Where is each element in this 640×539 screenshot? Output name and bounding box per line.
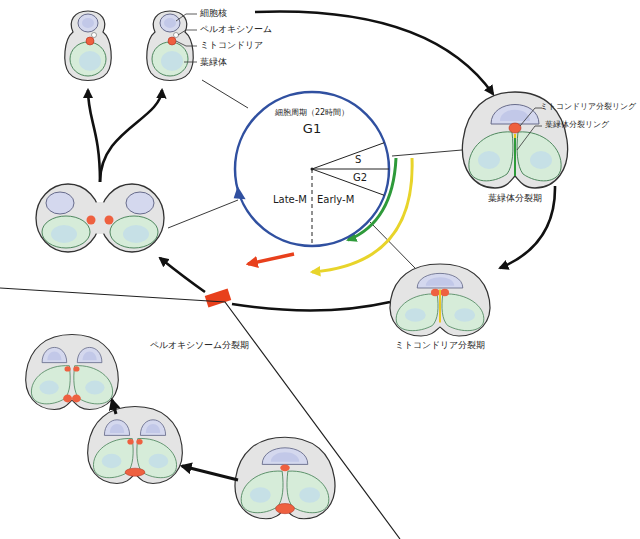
part-label: 葉緑体	[200, 57, 227, 67]
phase-label: 細胞周期（22時間）	[275, 108, 349, 117]
phase-label: G1	[303, 122, 321, 137]
division-stage-region: ペルオキシソーム分裂期	[0, 288, 400, 539]
part-label: 細胞核	[200, 8, 227, 18]
phase-label: Late-M	[273, 194, 307, 206]
cell-cycle-circle: 細胞周期（22時間） G1S G2Late-M Early-M	[233, 90, 391, 248]
part-label: ミトコンドリア	[200, 40, 263, 50]
phase-divider	[312, 169, 384, 195]
stage-caption: ミトコンドリア分裂期	[395, 340, 485, 350]
stage-label: ペルオキシソーム分裂期	[150, 340, 249, 350]
part-label: ペルオキシソーム	[200, 24, 272, 34]
phase-label: G2	[353, 172, 367, 184]
part-label: ミトコンドリア分裂リング	[540, 103, 636, 112]
phase-label: S	[355, 154, 361, 166]
stage-caption: 葉緑体分裂期	[488, 193, 542, 203]
node-outline	[0, 288, 400, 539]
center-dot	[311, 168, 314, 171]
stage-wedge-outline	[0, 288, 400, 539]
phase-divider	[312, 169, 389, 170]
part-label: 葉緑体分裂リング	[545, 121, 609, 130]
phase-divider	[312, 143, 384, 169]
direction-arrowhead	[234, 186, 246, 199]
phase-label: Early-M	[317, 194, 354, 206]
cycle-ring	[235, 92, 389, 246]
phase-divider	[312, 169, 313, 246]
